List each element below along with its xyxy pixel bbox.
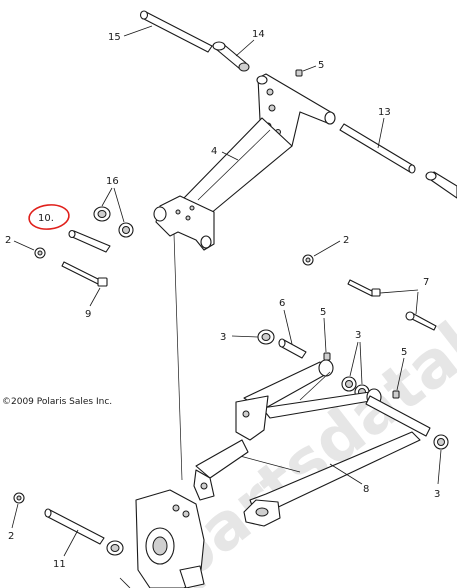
leader-3b-1 <box>349 341 359 377</box>
callout-6: 6 <box>279 298 285 309</box>
leader-6 <box>283 309 293 345</box>
leader-7b <box>415 291 419 315</box>
part-2-nut-left <box>34 247 46 259</box>
part-10-sleeve <box>68 229 111 253</box>
leader-4 <box>221 151 239 161</box>
leader-3a <box>231 335 259 338</box>
part-11-sleeve <box>44 508 105 545</box>
leader-9 <box>89 287 101 307</box>
part-14-bushing <box>212 41 250 72</box>
part-8-lower-arm <box>193 431 421 527</box>
callout-4: 4 <box>211 146 217 157</box>
part-4-frame <box>153 73 336 251</box>
callout-2-left: 2 <box>5 235 11 246</box>
leader-2-bottom <box>11 503 19 529</box>
callout-11: 11 <box>53 559 66 570</box>
part-2-nut-mid <box>302 254 314 266</box>
leader-5-top <box>302 65 317 72</box>
part-3-bushing-a <box>257 329 275 345</box>
leader-5-mid <box>323 317 327 353</box>
part-16-bushings <box>93 206 134 238</box>
leader-13 <box>377 117 385 149</box>
part-6-sleeve <box>278 338 307 359</box>
leader-16a <box>101 187 113 207</box>
callout-3c: 3 <box>434 489 440 500</box>
callout-15: 15 <box>108 32 121 43</box>
leader-7a <box>379 289 419 294</box>
part-3-bushing-c <box>433 434 449 450</box>
part-bushing-bottom <box>106 540 124 556</box>
leader-3c <box>437 449 442 485</box>
part-13-shaft <box>339 123 416 174</box>
part-9-bolt <box>61 261 108 287</box>
leader-15 <box>123 25 153 37</box>
callout-10: 10. <box>38 213 54 224</box>
part-5-nut-mid <box>323 352 331 361</box>
leader-2-mid <box>313 240 341 257</box>
callout-13: 13 <box>378 107 391 118</box>
leader-3b-2 <box>359 341 363 385</box>
callout-14: 14 <box>252 29 265 40</box>
leader-14 <box>235 39 255 57</box>
callout-5-right: 5 <box>401 347 407 358</box>
leader-8 <box>329 463 363 485</box>
a-arm-upper <box>235 359 431 441</box>
spindle-knuckle <box>135 489 205 588</box>
callout-3a: 3 <box>220 332 226 343</box>
callout-3b: 3 <box>355 330 361 341</box>
part-2-nut-bottom <box>13 492 25 504</box>
part-5-nut-top <box>295 69 303 77</box>
callout-2-mid: 2 <box>343 235 349 246</box>
part-15-shaft <box>139 10 213 53</box>
part-5-nut-right <box>392 390 400 399</box>
leader-5-right <box>396 357 405 391</box>
callout-16: 16 <box>106 176 119 187</box>
callout-9: 9 <box>85 309 91 320</box>
highlight-circle-10 <box>28 204 70 230</box>
callout-5-mid: 5 <box>320 307 326 318</box>
callout-8: 8 <box>363 484 369 495</box>
leader-2-left <box>13 240 35 251</box>
leader-11 <box>63 529 79 557</box>
callout-7: 7 <box>423 277 429 288</box>
callout-2-bottom: 2 <box>8 531 14 542</box>
leader-16b <box>113 187 125 223</box>
callout-5-top: 5 <box>318 60 324 71</box>
part-bushing-right <box>425 171 457 199</box>
leader-bottom <box>119 577 131 588</box>
copyright-text: ©2009 Polaris Sales Inc. <box>2 397 112 407</box>
assembly-line <box>173 233 183 481</box>
part-7-bolts <box>347 279 437 331</box>
